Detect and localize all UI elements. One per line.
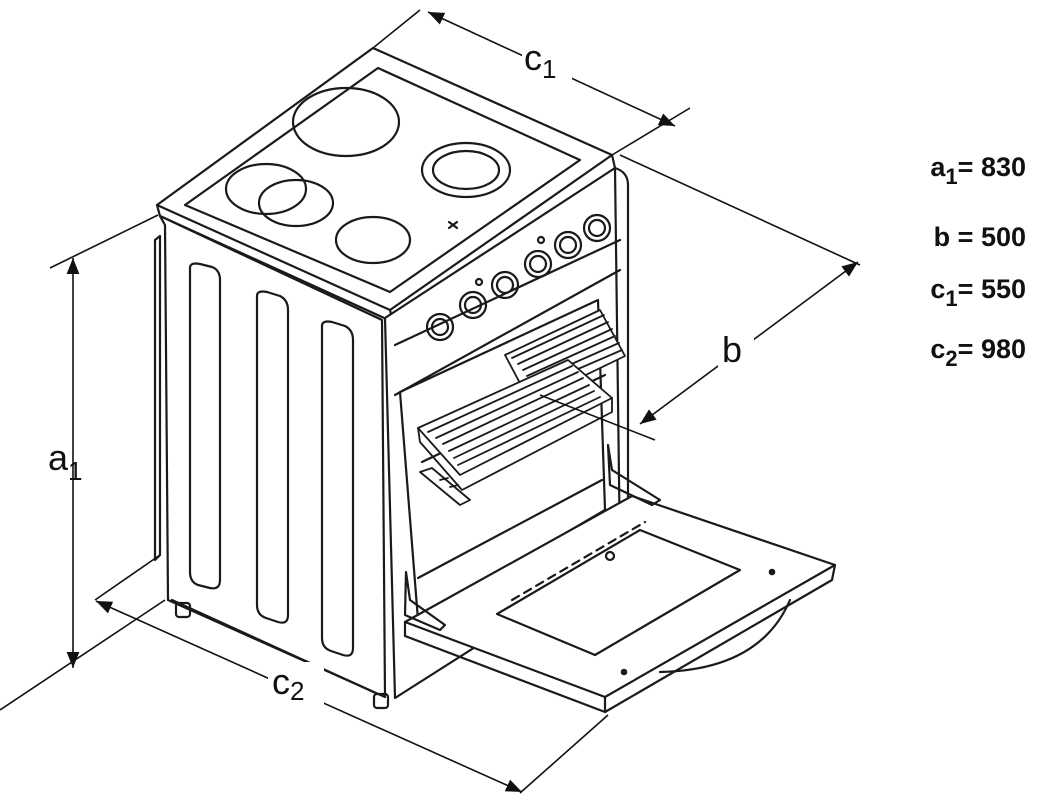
- a1-extension-top: [49, 214, 159, 269]
- cooker-illustration: [153, 46, 837, 714]
- c1-extension-left: [372, 9, 421, 49]
- a1-extension-bottom: [0, 599, 166, 711]
- c2-label: c2: [272, 661, 304, 706]
- oven-racks: [417, 309, 626, 506]
- b-label: b: [722, 329, 742, 370]
- c1-label: c1: [524, 37, 556, 84]
- hotplates: [224, 86, 512, 265]
- c1-extension-right: [611, 107, 691, 156]
- c2-extension-right: [519, 714, 609, 794]
- dimension-lines: [0, 9, 861, 794]
- b-extension-bottom: [539, 394, 656, 441]
- dimension-spec-list: a1= 830 b = 500 c1= 550 c2= 980: [930, 152, 1026, 371]
- spec-b: b = 500: [934, 222, 1026, 252]
- a1-label: a1: [48, 437, 83, 486]
- spec-c1: c1= 550: [930, 274, 1026, 311]
- b-extension-top: [619, 154, 861, 266]
- spec-c2: c2= 980: [930, 334, 1026, 371]
- control-knobs: [425, 213, 612, 342]
- spec-a1: a1= 830: [930, 152, 1026, 189]
- c2-extension-left: [94, 554, 161, 601]
